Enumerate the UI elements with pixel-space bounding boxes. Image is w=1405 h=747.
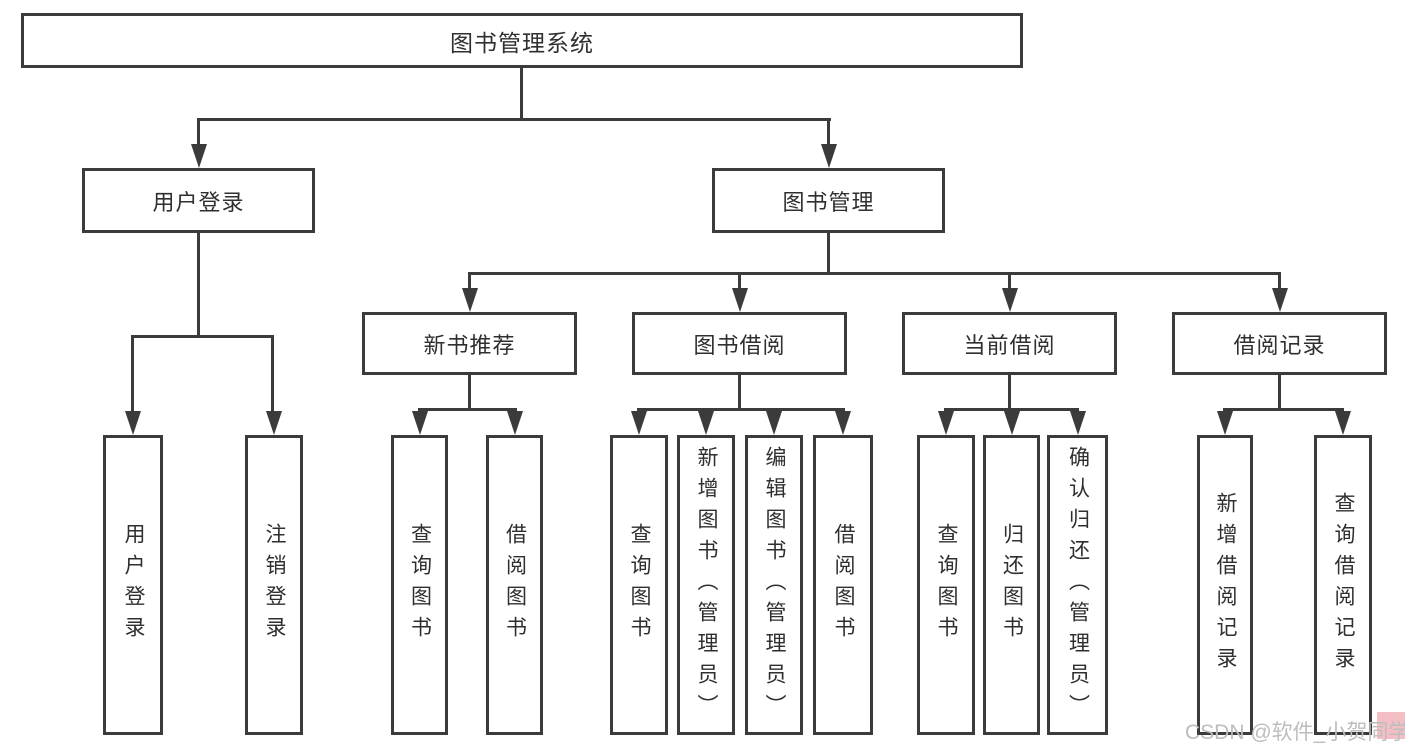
- connector-vline: [520, 68, 523, 120]
- connector-vline: [468, 375, 471, 411]
- arrow-down-icon: [631, 411, 647, 435]
- connector-hline: [418, 408, 517, 411]
- arrow-down-icon: [1004, 411, 1020, 435]
- arrow-down-icon: [462, 288, 478, 312]
- node-leaf-confirm-return-admin: 确认归还（管理员）: [1047, 435, 1108, 735]
- arrow-down-icon: [732, 288, 748, 312]
- connector-hline: [1223, 408, 1344, 411]
- arrow-down-icon: [1002, 288, 1018, 312]
- connector-vline: [197, 121, 200, 148]
- node-new-book-recommendation: 新书推荐: [362, 312, 577, 375]
- connector-vline: [197, 233, 200, 338]
- connector-vline: [827, 233, 830, 275]
- connector-hline: [131, 335, 274, 338]
- node-current-borrowing: 当前借阅: [902, 312, 1117, 375]
- node-label: 查询图书: [408, 523, 432, 647]
- node-label: 查询图书: [935, 523, 958, 647]
- node-book-management: 图书管理: [712, 168, 945, 233]
- node-label: 注销登录: [263, 523, 286, 647]
- connector-hline: [468, 272, 1281, 275]
- node-label: 用户登录: [152, 189, 245, 215]
- connector-vline: [738, 375, 741, 411]
- connector-hline: [637, 408, 845, 411]
- connector-vline: [1008, 275, 1011, 291]
- arrow-down-icon: [1335, 411, 1351, 435]
- node-label: 新增图书（管理员）: [695, 445, 718, 725]
- node-label: 查询图书: [628, 523, 651, 647]
- node-leaf-recommend-borrow-books: 借阅图书: [486, 435, 543, 735]
- node-leaf-add-borrow-record: 新增借阅记录: [1197, 435, 1253, 735]
- watermark: CSDN @软件_小贺同学: [1185, 721, 1405, 744]
- node-label: 借阅图书: [832, 523, 855, 647]
- node-book-borrowing: 图书借阅: [632, 312, 847, 375]
- node-leaf-return-books: 归还图书: [983, 435, 1040, 735]
- node-leaf-logout: 注销登录: [245, 435, 303, 735]
- arrow-down-icon: [835, 411, 851, 435]
- node-label: 查询借阅记录: [1332, 492, 1355, 678]
- arrow-down-icon: [1272, 288, 1288, 312]
- node-label: 新书推荐: [423, 332, 516, 358]
- node-borrowing-records: 借阅记录: [1172, 312, 1387, 375]
- arrow-down-icon: [1217, 411, 1233, 435]
- connector-vline: [468, 275, 471, 291]
- node-label: 图书管理: [782, 189, 875, 215]
- connector-vline: [1008, 375, 1011, 411]
- arrow-down-icon: [191, 144, 207, 168]
- arrow-down-icon: [821, 144, 837, 168]
- node-leaf-user-login: 用户登录: [103, 435, 163, 735]
- connector-vline: [131, 338, 134, 414]
- node-leaf-query-borrow-record: 查询借阅记录: [1314, 435, 1372, 735]
- node-label: 用户登录: [122, 523, 145, 647]
- arrow-down-icon: [698, 411, 714, 435]
- arrow-down-icon: [266, 411, 282, 435]
- node-leaf-add-books-admin: 新增图书（管理员）: [677, 435, 735, 735]
- node-leaf-edit-books-admin: 编辑图书（管理员）: [745, 435, 803, 735]
- connector-vline: [1278, 375, 1281, 411]
- node-label: 借阅记录: [1233, 332, 1326, 358]
- node-leaf-current-query-books: 查询图书: [917, 435, 975, 735]
- arrow-down-icon: [412, 411, 428, 435]
- connector-vline: [271, 338, 274, 414]
- node-leaf-recommend-query-books: 查询图书: [391, 435, 448, 735]
- node-label: 当前借阅: [963, 332, 1056, 358]
- node-label: 图书借阅: [693, 332, 786, 358]
- connector-hline: [197, 118, 831, 121]
- node-leaf-borrowing-query-books: 查询图书: [610, 435, 668, 735]
- arrow-down-icon: [125, 411, 141, 435]
- node-library-management-system: 图书管理系统: [21, 13, 1023, 68]
- node-user-login: 用户登录: [82, 168, 315, 233]
- connector-vline: [827, 121, 830, 148]
- arrow-down-icon: [766, 411, 782, 435]
- connector-vline: [1278, 275, 1281, 291]
- arrow-down-icon: [507, 411, 523, 435]
- connector-vline: [738, 275, 741, 291]
- node-label: 确认归还（管理员）: [1066, 445, 1090, 725]
- node-leaf-borrowing-borrow-books: 借阅图书: [813, 435, 873, 735]
- node-label: 图书管理系统: [450, 29, 594, 56]
- node-label: 编辑图书（管理员）: [763, 445, 786, 725]
- node-label: 新增借阅记录: [1214, 492, 1237, 678]
- node-label: 归还图书: [1000, 523, 1024, 647]
- arrow-down-icon: [1070, 411, 1086, 435]
- watermark-accent-block: [1377, 712, 1405, 739]
- connector-hline: [944, 408, 1079, 411]
- arrow-down-icon: [938, 411, 954, 435]
- node-label: 借阅图书: [503, 523, 527, 647]
